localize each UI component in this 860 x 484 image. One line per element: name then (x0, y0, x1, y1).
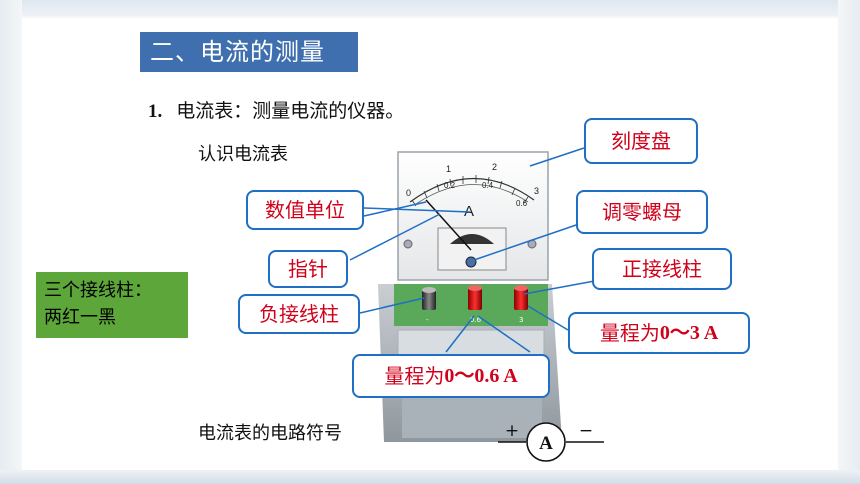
callout-positive-terminal: 正接线柱 (592, 248, 732, 290)
top-banner (0, 0, 860, 16)
range-large-value: 0～3 A (659, 322, 719, 344)
callout-connectors (349, 147, 601, 353)
scale-top-2: 2 (492, 162, 497, 172)
terminal-label-0-6: 0.6 (470, 316, 482, 324)
scale-ticks (411, 175, 529, 207)
scale-top-1: 1 (446, 164, 451, 174)
scale-bottom-1: 0.4 (482, 181, 494, 190)
movement-shadow (450, 234, 494, 244)
range-small-value: 0～0.6 A (444, 365, 518, 387)
symbol-label: 电流表的电路符号 (198, 423, 342, 444)
terminal-label-neg: - (426, 316, 429, 324)
terminal-note-box: 三个接线柱： 两红一黑 (36, 272, 188, 338)
terminal-3-top (514, 285, 528, 291)
symbol-circle (526, 422, 566, 462)
callout-zero-adjust: 调零螺母 (576, 190, 708, 234)
scale-bottom-2: 0.6 (516, 199, 528, 208)
terminal-0-6-top (468, 285, 482, 291)
range-large-prefix: 量程为 (599, 321, 660, 345)
terminal-note-line1: 三个接线柱： (44, 280, 152, 301)
scale-top-0: 0 (406, 188, 411, 198)
range-small-prefix: 量程为 (384, 364, 445, 388)
symbol-plus: + (505, 421, 519, 441)
callout-negative-terminal: 负接线柱 (238, 294, 360, 334)
negative-terminal (422, 290, 436, 310)
ammeter-figure: 0 1 2 3 0.2 0.4 0.6 A - 0.6 3 (349, 147, 604, 462)
subtitle-number: 1. (148, 101, 163, 122)
subtitle: 1. 电流表：测量电流的仪器。 (148, 96, 404, 123)
right-margin (838, 0, 860, 484)
symbol-minus: − (579, 421, 593, 441)
face-screw-left (403, 239, 413, 249)
symbol-letter: A (539, 433, 553, 454)
callout-pointer: 指针 (268, 250, 348, 288)
slide: 二、电流的测量 1. 电流表：测量电流的仪器。 认识电流表 三个接线柱： 两红一黑 (22, 18, 838, 470)
subtitle-text: 电流表：测量电流的仪器。 (176, 100, 405, 122)
meter-pointer (425, 199, 472, 251)
negative-terminal-top (422, 287, 436, 293)
intro-text: 认识电流表 (198, 144, 288, 165)
scale-arc-inner (415, 184, 529, 205)
terminal-0-6 (468, 288, 482, 310)
section-title: 二、电流的测量 (140, 32, 358, 72)
scale-top-3: 3 (534, 186, 539, 196)
terminal-label-3: 3 (519, 316, 523, 324)
scale-arc-outer (409, 177, 535, 203)
callout-unit: 数值单位 (246, 190, 364, 230)
bottom-banner (0, 470, 860, 484)
scale-bottom-0: 0.2 (444, 181, 456, 190)
zero-adjust-screw (465, 256, 477, 268)
left-margin (0, 0, 22, 484)
terminal-3 (514, 288, 528, 310)
callout-dial: 刻度盘 (584, 118, 698, 164)
terminal-note-line2: 两红一黑 (44, 307, 116, 328)
